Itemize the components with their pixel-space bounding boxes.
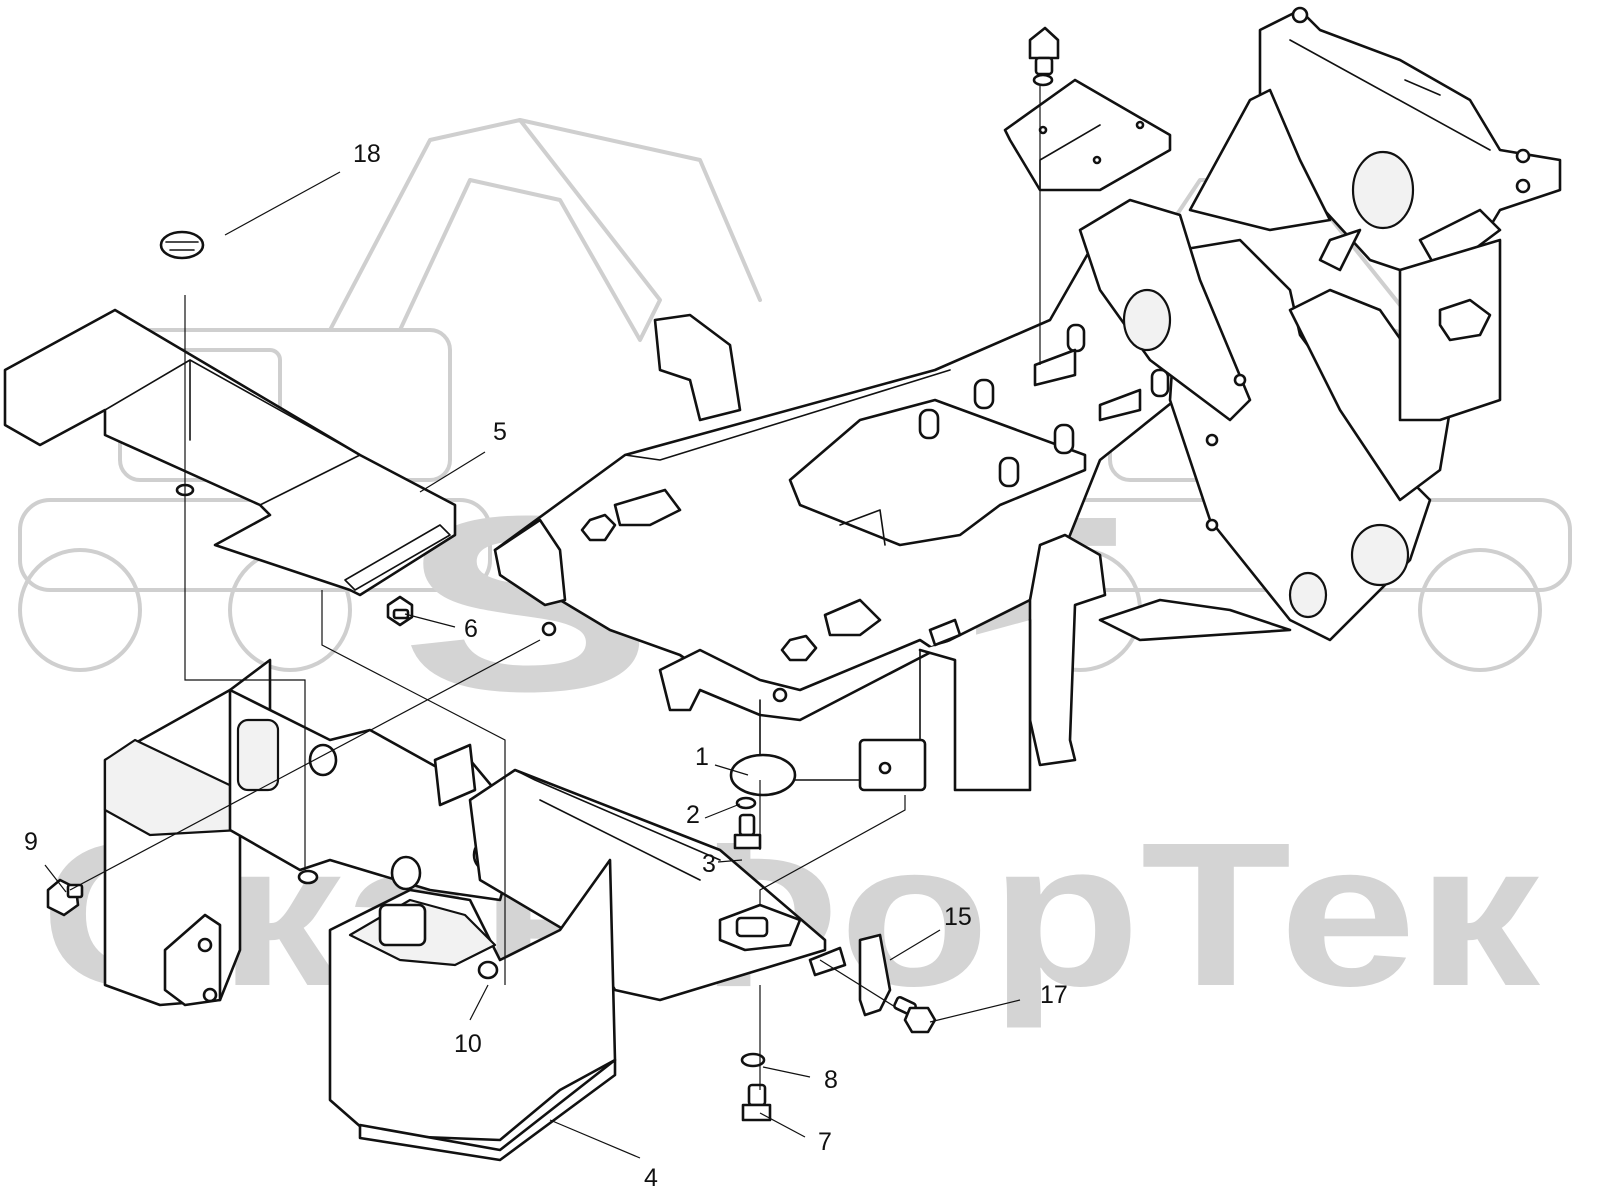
part-5-guard-plate (3, 308, 457, 597)
part-17-bolt (893, 996, 937, 1034)
part-1-cover (729, 753, 797, 797)
leader-lines (44, 86, 1041, 1159)
callout-7: 7 (818, 1128, 832, 1156)
part-6-bolt (386, 595, 414, 627)
main-frame (493, 248, 1202, 792)
callout-2: 2 (686, 801, 700, 829)
callout-5: 5 (493, 418, 507, 446)
top-bracket (1003, 26, 1172, 192)
right-frame (1078, 6, 1562, 642)
callout-labels: 18 5 6 1 2 3 9 10 15 17 8 7 4 (24, 140, 1068, 1192)
fasteners (46, 595, 937, 1122)
callout-18: 18 (353, 140, 381, 168)
callout-15: 15 (944, 903, 972, 931)
part-7-bolt (741, 1083, 772, 1122)
callout-4: 4 (644, 1164, 658, 1192)
callout-3: 3 (702, 850, 716, 878)
callout-1: 1 (695, 743, 709, 771)
callout-6: 6 (464, 615, 478, 643)
part-3-bolt (733, 813, 762, 850)
part-4-lower-frame (103, 658, 827, 1162)
callout-8: 8 (824, 1066, 838, 1094)
callout-9: 9 (24, 828, 38, 856)
part-9-bolt (46, 878, 84, 917)
part-2-washer (735, 796, 757, 810)
callout-10: 10 (454, 1030, 482, 1058)
part-15-bracket (858, 933, 892, 1017)
part-18-clip (159, 230, 205, 260)
callout-17: 17 (1040, 981, 1068, 1009)
part-8-washer (740, 1052, 766, 1068)
